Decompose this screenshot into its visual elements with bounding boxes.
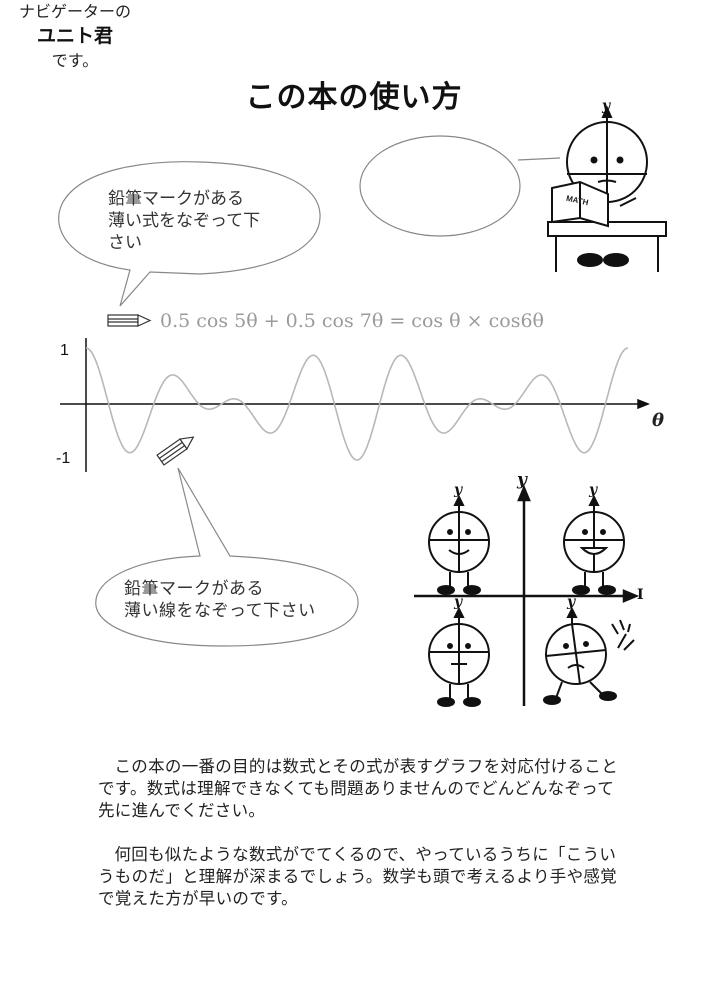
navigator-bubble <box>359 135 521 237</box>
navigator-line1: ナビゲーターの <box>18 2 131 21</box>
char-axis-label: y <box>567 594 576 610</box>
page-title: この本の使い方 <box>245 80 463 115</box>
wave-series-line <box>85 347 629 461</box>
formula-bubble <box>58 161 321 307</box>
line-bubble-line2: 薄い線をなぞって下さい <box>124 601 316 621</box>
char-axis-label: y <box>589 482 598 498</box>
wave-series <box>85 347 629 461</box>
x-axis-label: θ <box>652 410 665 431</box>
quadrant-axes <box>414 484 640 706</box>
body-paragraph-2: 何回も似たような数式がでてくるので、やっているうちに「こういうものだ」と理解が深… <box>98 845 617 908</box>
unit-character-running <box>543 606 635 705</box>
formula-bubble-line3: さい <box>108 233 142 253</box>
line-bubble-line1: 鉛筆マークがある <box>124 579 264 599</box>
quadrant-y-label: y <box>517 470 527 490</box>
navigator-axis-label: y <box>602 98 611 114</box>
navigator-name: ユニト君 <box>36 25 113 47</box>
pencil-icon <box>156 436 195 466</box>
char-axis-label: y <box>454 594 463 610</box>
unit-character-neutral <box>428 606 490 707</box>
line-bubble <box>95 467 359 647</box>
unit-character-smile <box>563 494 625 595</box>
formula-bubble-text: 鉛筆マークがある 薄い式をなぞって下 さい <box>108 188 260 254</box>
wave-axes <box>60 338 651 472</box>
y-min-label: -1 <box>56 450 71 467</box>
y-max-label: 1 <box>60 342 69 359</box>
navigator-character <box>547 105 667 272</box>
body-paragraph-1: この本の一番の目的は数式とその式が表すグラフを対応付けることです。数式は理解でき… <box>98 757 619 820</box>
formula-bubble-line1: 鉛筆マークがある <box>108 189 244 209</box>
quadrant-x-label: I <box>637 587 644 603</box>
navigator-bubble-text: ナビゲーターの ユニト君 です。 <box>0 0 150 73</box>
pencil-icon <box>107 314 152 327</box>
navigator-line3: です。 <box>51 51 99 70</box>
formula-bubble-line2: 薄い式をなぞって下 <box>108 211 261 231</box>
traceable-formula: 0.5 cos 5θ + 0.5 cos 7θ = cos θ × cos6θ <box>160 310 544 332</box>
unit-character-happy <box>428 494 490 595</box>
line-bubble-text: 鉛筆マークがある 薄い線をなぞって下さい <box>124 578 316 622</box>
char-axis-label: y <box>454 482 463 498</box>
